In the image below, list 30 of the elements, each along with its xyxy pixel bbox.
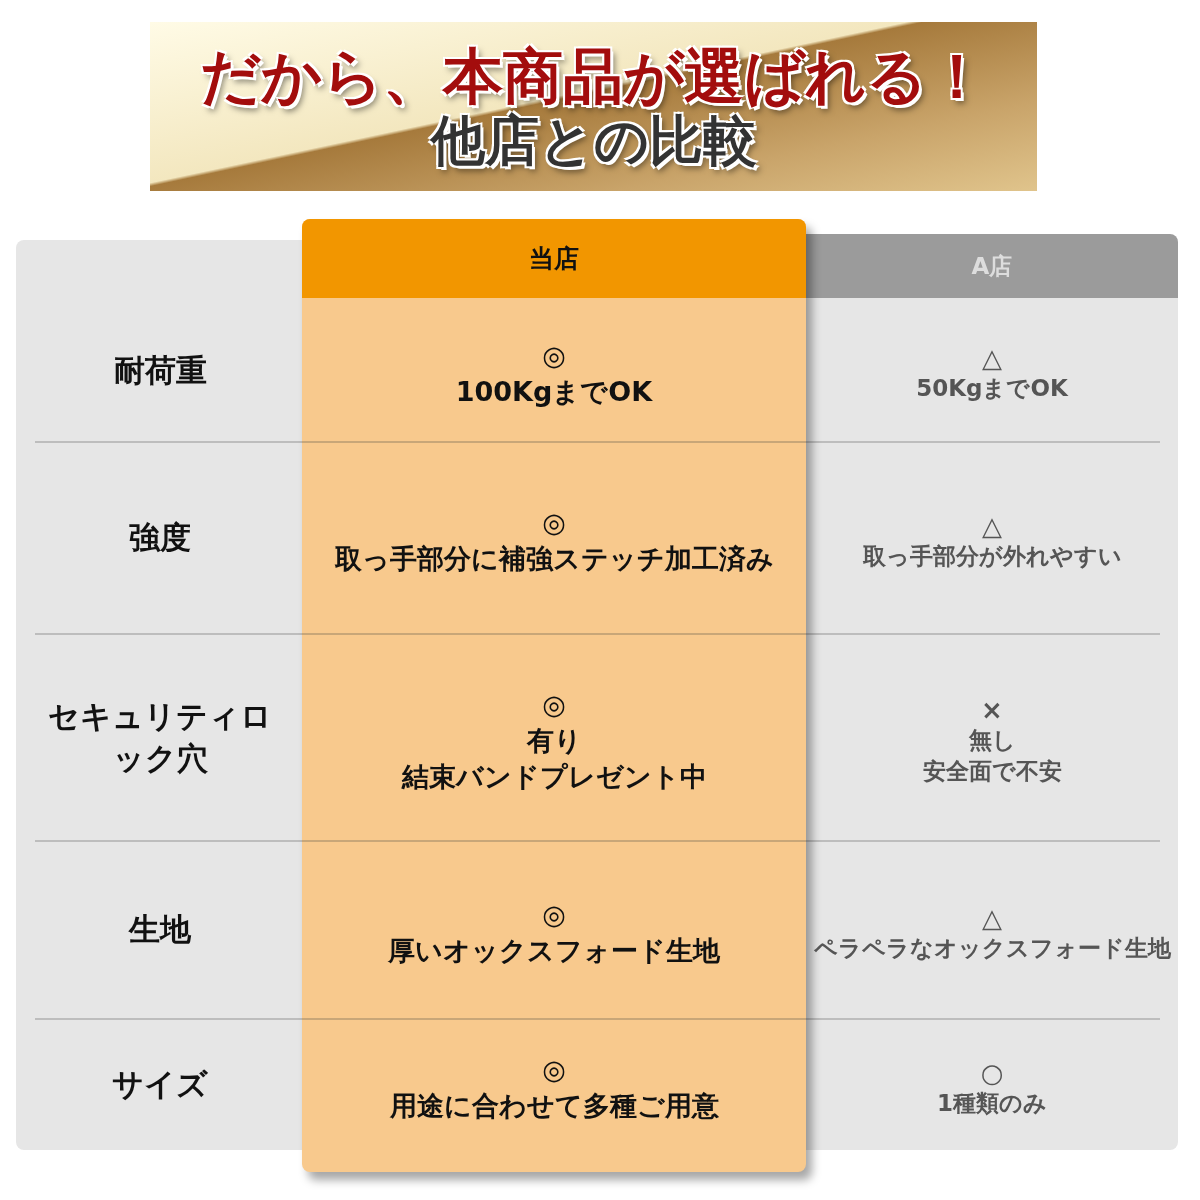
row-label: サイズ bbox=[111, 1065, 209, 1104]
cell-text: 用途に合わせて多種ご用意 bbox=[389, 1089, 719, 1123]
cell-text: 1種類のみ bbox=[937, 1088, 1047, 1118]
rating-symbol: △ bbox=[982, 343, 1002, 373]
cell-text: 取っ手部分が外れやすい bbox=[862, 541, 1122, 571]
rating-symbol: × bbox=[981, 694, 1003, 725]
cell-text: 取っ手部分に補強ステッチ加工済み bbox=[334, 542, 774, 576]
cell-text: 100KgまでOK bbox=[455, 374, 653, 409]
cell-text: 有り bbox=[526, 723, 582, 758]
row-label: セキュリティロック穴 bbox=[47, 696, 273, 778]
cell-text: 厚いオックスフォード生地 bbox=[388, 934, 720, 968]
column-header: 当店 bbox=[302, 219, 806, 298]
rating-symbol: ○ bbox=[980, 1057, 1004, 1088]
rating-symbol: ◎ bbox=[542, 687, 566, 722]
row-label: 強度 bbox=[128, 518, 192, 557]
cell-text: 無し bbox=[968, 725, 1016, 755]
column-header: A店 bbox=[806, 234, 1178, 298]
cell-text: 結束バンドプレゼント中 bbox=[401, 759, 707, 794]
rating-symbol: ◎ bbox=[542, 506, 566, 540]
rating-symbol: ◎ bbox=[542, 898, 566, 932]
row-label: 生地 bbox=[127, 910, 192, 949]
cell-text: 50KgまでOK bbox=[916, 374, 1068, 403]
cell-text: ペラペラなオックスフォード生地 bbox=[813, 933, 1171, 963]
rating-symbol: △ bbox=[982, 510, 1002, 541]
banner-subtitle: 他店との比較 bbox=[430, 109, 757, 172]
row-label: 耐荷重 bbox=[112, 350, 208, 390]
rating-symbol: △ bbox=[982, 902, 1002, 933]
rating-symbol: ◎ bbox=[542, 338, 566, 373]
cell-text: 安全面で不安 bbox=[922, 756, 1062, 786]
rating-symbol: ◎ bbox=[542, 1053, 566, 1087]
